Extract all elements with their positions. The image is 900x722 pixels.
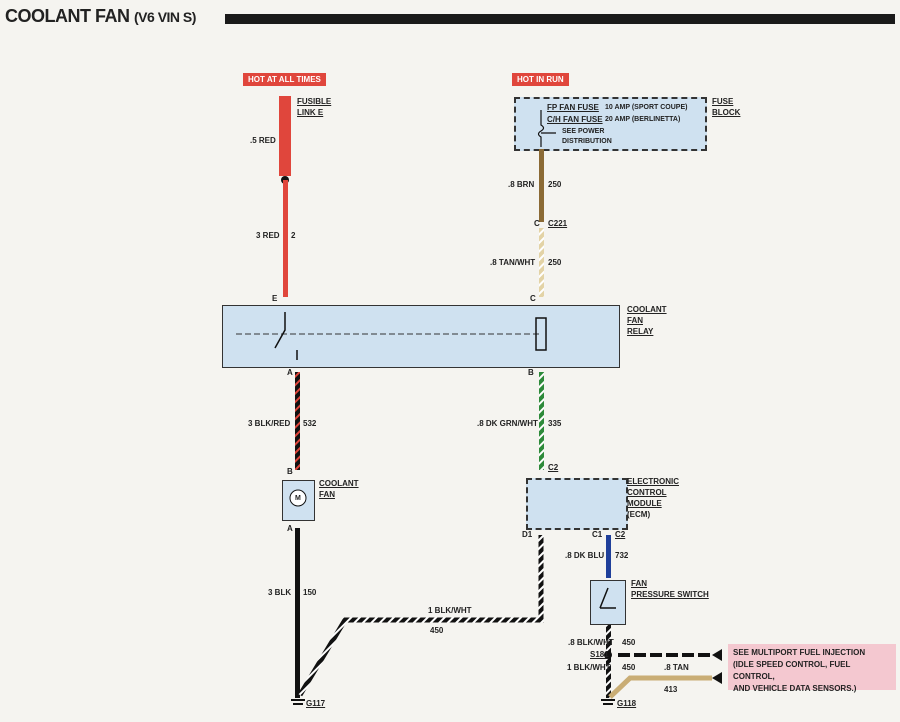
wire-label: 1 BLK/WHT: [567, 663, 611, 672]
page-title: COOLANT FAN (V6 VIN S): [5, 6, 196, 27]
fusible-label-2: LINK E: [297, 108, 324, 117]
wire-label: .8 DK BLU: [565, 551, 605, 560]
ground-g118-icon: [601, 699, 615, 705]
fuse1-name: FP FAN FUSE: [547, 103, 599, 112]
multiport-fuel-injection-note: SEE MULTIPORT FUEL INJECTION (IDLE SPEED…: [728, 644, 896, 693]
switch-label-2: PRESSURE SWITCH: [631, 590, 709, 599]
fuse2-name: C/H FAN FUSE: [547, 115, 603, 124]
ecm-label-2: CONTROL: [627, 488, 667, 497]
fan-pressure-switch-box: [590, 580, 626, 625]
wire-label: .8 BRN: [508, 180, 535, 189]
circuit-number: 335: [548, 419, 562, 428]
hot-at-all-times-label: HOT AT ALL TIMES: [243, 73, 326, 86]
see-power-1: SEE POWER: [562, 128, 605, 135]
motor-icon: [289, 489, 307, 507]
wire-grn-wht: [539, 372, 544, 470]
circuit-number: 2: [291, 231, 296, 240]
coolant-fan-relay-box: [222, 305, 620, 368]
wire-blk: [295, 528, 300, 698]
hot-in-run-label: HOT IN RUN: [512, 73, 569, 86]
wire-label: .8 TAN/WHT: [490, 258, 536, 267]
wire-tan-wht: [539, 228, 544, 297]
ecm-box: [526, 478, 628, 530]
fan-label-1: COOLANT: [319, 479, 359, 488]
ecm-label-3: MODULE: [627, 499, 662, 508]
connector-label: E: [272, 294, 278, 303]
fuse-block-label-2: BLOCK: [712, 108, 741, 117]
circuit-number: 532: [303, 419, 317, 428]
connector-label: C1: [592, 530, 603, 539]
wire-label: 1 BLK/WHT: [428, 606, 472, 615]
note-line: AND VEHICLE DATA SENSORS.): [733, 684, 857, 693]
connector-label: C221: [548, 219, 568, 228]
connector-label: A: [287, 368, 293, 377]
wire-label: 3 BLK/RED: [248, 419, 291, 428]
fuse-block-box: [514, 97, 707, 151]
connector-label: B: [528, 368, 534, 377]
wire-label: .8 DK GRN/WHT: [477, 419, 538, 428]
relay-label-1: COOLANT: [627, 305, 667, 314]
circuit-number: 413: [664, 685, 678, 694]
title-text: COOLANT FAN: [5, 6, 130, 26]
wire-dk-blu: [606, 535, 611, 578]
see-power-2: DISTRIBUTION: [562, 138, 612, 145]
ground-label: G118: [617, 699, 637, 708]
wire-brn: [539, 149, 544, 222]
circuit-number: 450: [622, 638, 636, 647]
fuse2-rating: 20 AMP (BERLINETTA): [605, 116, 681, 123]
fusible-link: [279, 96, 291, 176]
wire-red: [283, 180, 288, 297]
connector-label: C2: [615, 530, 626, 539]
connector-label: C2: [548, 463, 559, 472]
wire-label: 3 BLK: [268, 588, 292, 597]
wire-label: .8 BLK/WHT: [568, 638, 614, 647]
wire-blk-red: [295, 372, 300, 470]
title-bar: [225, 14, 895, 24]
circuit-number: 450: [622, 663, 636, 672]
connector-label: C: [530, 294, 536, 303]
fuse-icon: [537, 110, 556, 147]
relay-label-3: RELAY: [627, 327, 654, 336]
switch-icon: [599, 587, 616, 609]
switch-label-1: FAN: [631, 579, 647, 588]
connector-label: C: [534, 219, 540, 228]
connector-label: A: [287, 524, 293, 533]
ecm-label-1: ELECTRONIC: [627, 477, 679, 486]
wire-blk-wht: [297, 535, 544, 697]
wire-label: 3 RED: [256, 231, 280, 240]
fuse-block-label-1: FUSE: [712, 97, 734, 106]
circuit-number: 732: [615, 551, 629, 560]
fuse1-rating: 10 AMP (SPORT COUPE): [605, 104, 688, 111]
wire-label: .8 TAN: [664, 663, 689, 672]
ecm-label-4: (ECM): [627, 510, 651, 519]
title-sub: (V6 VIN S): [134, 9, 196, 25]
connector-label: B: [287, 467, 293, 476]
fan-label-2: FAN: [319, 490, 335, 499]
connector-label: D1: [522, 530, 533, 539]
circuit-number: 450: [430, 626, 444, 635]
wire-tan: [608, 675, 712, 699]
relay-label-2: FAN: [627, 316, 643, 325]
note-line: SEE MULTIPORT FUEL INJECTION: [733, 648, 866, 657]
fusible-label-1: FUSIBLE: [297, 97, 332, 106]
ground-g117-icon: [291, 699, 305, 705]
circuit-number: 250: [548, 258, 562, 267]
motor-symbol: M: [295, 495, 301, 502]
circuit-number: 250: [548, 180, 562, 189]
ground-label: G117: [306, 699, 326, 708]
circuit-number: 150: [303, 588, 317, 597]
splice-label: S181: [590, 650, 609, 659]
wire-label: .5 RED: [250, 136, 276, 145]
wire-blk-wht-2: [606, 625, 611, 698]
note-line: (IDLE SPEED CONTROL, FUEL CONTROL,: [733, 660, 851, 681]
